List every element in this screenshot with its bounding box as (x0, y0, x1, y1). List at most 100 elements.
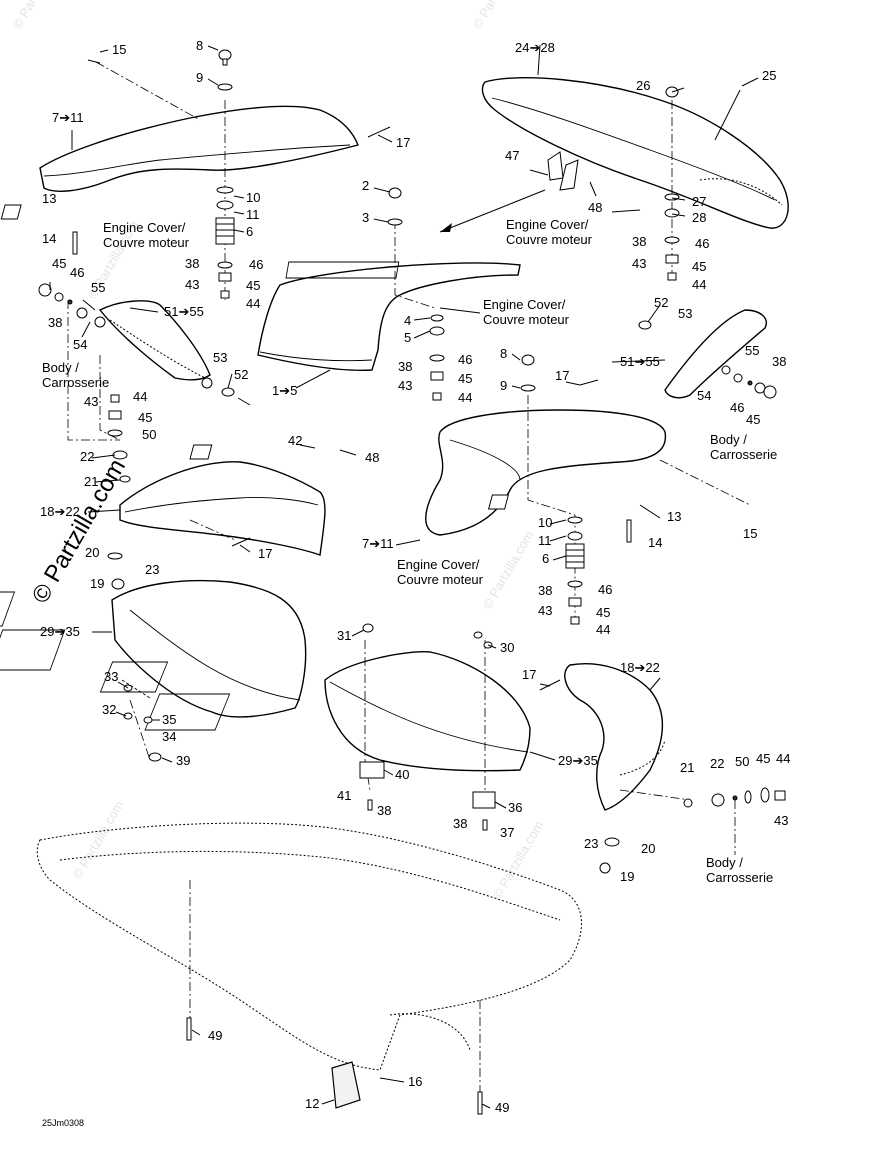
callout-label: 18➔22 (40, 504, 80, 519)
note-engine-cover: Engine Cover/ (483, 297, 566, 312)
callout-label: 44 (458, 390, 472, 405)
callout-label: 38 (48, 315, 62, 330)
note-engine-cover: Couvre moteur (506, 232, 593, 247)
callout-label: 5 (404, 330, 411, 345)
callout-label: 10 (246, 190, 260, 205)
callout-label: 45 (246, 278, 260, 293)
callout-label: 38 (398, 359, 412, 374)
callout-label: 45 (746, 412, 760, 427)
callout-label: 44 (133, 389, 147, 404)
watermark-faint: © Partzilla.com (490, 818, 547, 901)
callout-label: 38 (632, 234, 646, 249)
assembly-notes: Engine Cover/ Couvre moteur Engine Cover… (42, 217, 777, 885)
cover-upper-right (481, 76, 789, 229)
callout-label: 15 (112, 42, 126, 57)
callout-label: 21 (680, 760, 694, 775)
callout-label: 27 (692, 194, 706, 209)
callout-label: 48 (365, 450, 379, 465)
callout-label: 7➔11 (362, 536, 394, 551)
hardware-stack-left (215, 49, 235, 299)
callout-label: 50 (735, 754, 749, 769)
callout-label: 3 (362, 210, 369, 225)
hardware-stack-mid (520, 354, 585, 625)
callout-label: 44 (776, 751, 790, 766)
seat-left (0, 579, 307, 718)
hardware-stack-body-left (38, 283, 235, 483)
engine-cover-center (257, 261, 521, 372)
callout-label: 20 (85, 545, 99, 560)
callout-label: 42 (288, 433, 302, 448)
callout-label: 35 (162, 712, 176, 727)
callout-label: 34 (162, 729, 176, 744)
note-engine-cover: Engine Cover/ (506, 217, 589, 232)
callout-label: 47 (505, 148, 519, 163)
callout-label: 39 (176, 753, 190, 768)
cover-mid-right (425, 409, 667, 536)
callout-label: 40 (395, 767, 409, 782)
callout-label: 6 (542, 551, 549, 566)
callout-label: 44 (596, 622, 610, 637)
callout-label: 41 (337, 788, 351, 803)
callout-label: 17 (555, 368, 569, 383)
note-engine-cover: Couvre moteur (483, 312, 570, 327)
callout-label: 55 (91, 280, 105, 295)
callout-label: 29➔35 (40, 624, 80, 639)
watermark-faint: © Partzilla.com (70, 798, 127, 881)
note-engine-cover: Engine Cover/ (103, 220, 186, 235)
callout-label: 13 (42, 191, 56, 206)
callout-label: 46 (70, 265, 84, 280)
callout-label: 9 (196, 70, 203, 85)
callout-label: 28 (692, 210, 706, 225)
callout-label: 20 (641, 841, 655, 856)
callout-label: 43 (398, 378, 412, 393)
side-panel-right (664, 309, 767, 399)
note-body: Carrosserie (706, 870, 773, 885)
callout-label: 8 (500, 346, 507, 361)
callout-label: 33 (104, 669, 118, 684)
callout-label: 32 (102, 702, 116, 717)
callout-label: 11 (538, 533, 552, 548)
callout-label: 11 (246, 207, 260, 222)
callout-label: 38 (377, 803, 391, 818)
callout-label: 4 (404, 313, 411, 328)
hardware-stack-center (387, 187, 445, 401)
callout-label: 6 (246, 224, 253, 239)
bolster-left (119, 461, 326, 556)
callout-label: 49 (495, 1100, 509, 1115)
callout-label: 38 (772, 354, 786, 369)
callout-label: 8 (196, 38, 203, 53)
callout-label: 22 (80, 449, 94, 464)
callout-label: 24➔28 (515, 40, 555, 55)
watermark-faint: © Partzilla.com (470, 0, 527, 32)
callout-label: 19 (90, 576, 104, 591)
callout-label: 44 (692, 277, 706, 292)
callout-label: 19 (620, 869, 634, 884)
callout-label: 36 (508, 800, 522, 815)
callout-label: 54 (73, 337, 87, 352)
callout-label: 17 (522, 667, 536, 682)
note-body: Carrosserie (710, 447, 777, 462)
bracket-12 (331, 1061, 361, 1109)
note-engine-cover: Couvre moteur (397, 572, 484, 587)
callout-label: 46 (598, 582, 612, 597)
watermark-faint: © Partzilla.com (480, 528, 537, 611)
callout-label: 53 (678, 306, 692, 321)
callout-label: 46 (249, 257, 263, 272)
callout-label: 26 (636, 78, 650, 93)
hardware-stack-body-right (599, 320, 786, 874)
cover-upper-left (39, 105, 359, 192)
callout-label: 52 (234, 367, 248, 382)
callout-label: 10 (538, 515, 552, 530)
callout-label: 46 (730, 400, 744, 415)
callout-label: 23 (584, 836, 598, 851)
callout-label: 45 (756, 751, 770, 766)
callout-label: 2 (362, 178, 369, 193)
note-engine-cover: Engine Cover/ (397, 557, 480, 572)
callout-label: 21 (84, 474, 98, 489)
callout-label: 15 (743, 526, 757, 541)
callout-label: 51➔55 (620, 354, 660, 369)
callout-label: 7➔11 (52, 110, 84, 125)
callout-label: 45 (596, 605, 610, 620)
callout-label: 29➔35 (558, 753, 598, 768)
